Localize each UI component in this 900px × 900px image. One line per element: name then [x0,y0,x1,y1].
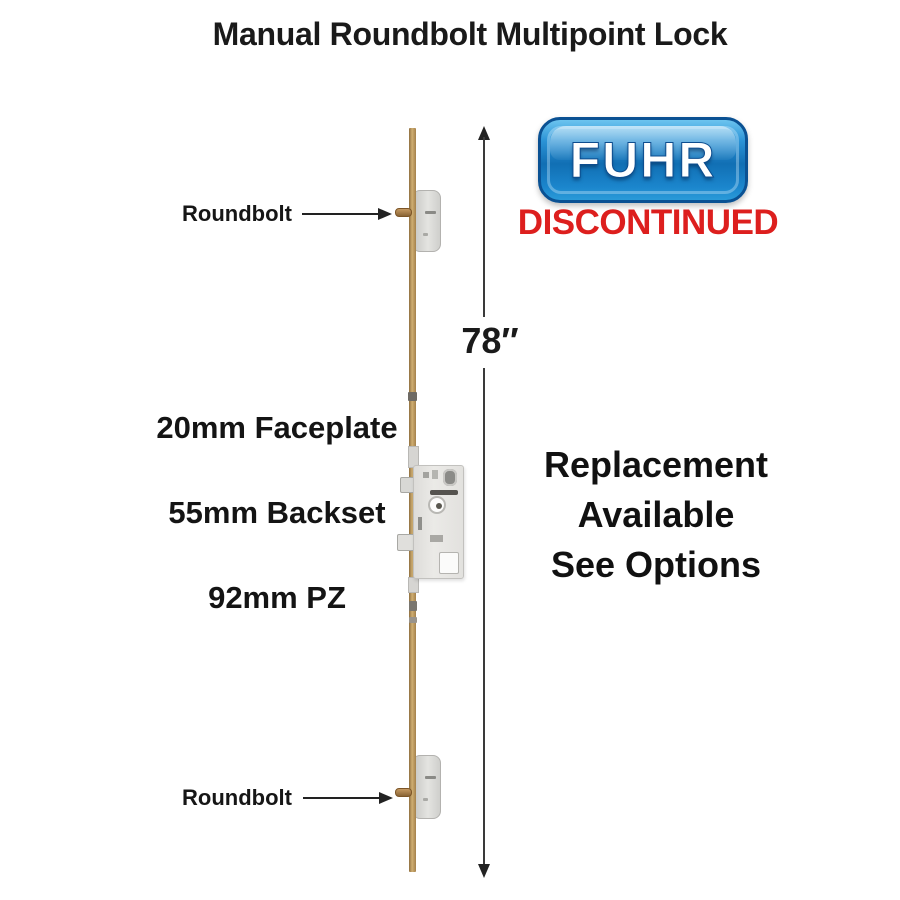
arrow-down-icon [478,864,490,878]
discontinued-label: DISCONTINUED [517,203,779,242]
gearbox-detail [423,472,429,478]
arrow-right-icon [378,208,392,220]
rod-joint-mark [409,601,417,611]
fuhr-logo-text: FUHR [569,132,717,189]
dimension-line [483,368,485,866]
arrow-line [302,213,379,215]
faceplate-rod [409,128,416,872]
dimension-line [483,137,485,317]
replacement-note-line: See Options [550,544,762,585]
gearbox-detail [432,470,438,479]
spec-faceplate: 20mm Faceplate [156,410,398,445]
fuhr-logo: FUHR [538,117,748,203]
rod-joint-mark [409,617,417,623]
rod-joint-mark [408,392,417,401]
bottom-roundbolt-pin [395,788,412,797]
dimension-label: 78″ [461,320,519,361]
gearbox-slot [430,490,458,495]
page-title: Manual Roundbolt Multipoint Lock [212,16,728,52]
gearbox-detail [418,517,422,530]
top-roundbolt-pin [395,208,412,217]
replacement-note: Replacement Available See Options [506,440,806,590]
cylinder-hole [428,496,446,514]
rod-connector [408,577,419,593]
arrow-line [303,797,380,799]
replacement-note-line: Replacement [543,444,769,485]
arrow-right-icon [379,792,393,804]
roundbolt-callout-bottom: Roundbolt [182,785,292,810]
roundbolt-callout-top: Roundbolt [182,201,292,226]
spec-backset: 55mm Backset [168,495,386,530]
top-roundbolt-housing [412,190,441,252]
gearbox-detail [430,535,443,542]
spec-pz: 92mm PZ [208,580,346,615]
arrow-up-icon [478,126,490,140]
bottom-roundbolt-housing [412,755,441,819]
replacement-note-line: Available [577,494,735,535]
spindle-hole [443,469,457,486]
gearbox-cutout [439,552,459,574]
